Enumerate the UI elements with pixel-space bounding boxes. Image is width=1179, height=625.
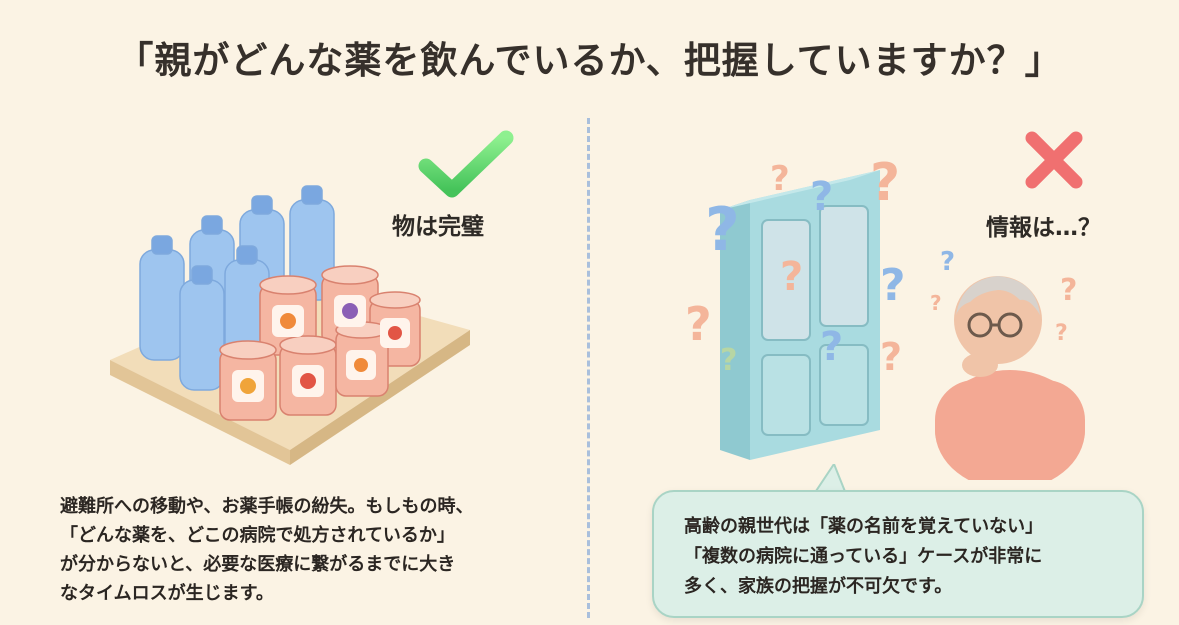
bubble-text-line: 多く、家族の把握が不可欠です。 (684, 576, 953, 597)
speech-bubble: 高齢の親世代は「薬の名前を覚えていない」 「複数の病院に通っている」ケースが非常… (652, 490, 1144, 618)
bubble-text-line: 「複数の病院に通っている」ケースが非常に (684, 546, 1043, 567)
svg-text:?: ? (1060, 273, 1077, 308)
svg-text:?: ? (880, 335, 902, 379)
svg-text:?: ? (705, 195, 740, 265)
left-description: 避難所への移動や、お薬手帳の紛失。もしもの時、 「どんな薬を、どこの病院で処方さ… (60, 492, 580, 608)
supplies-illustration (110, 185, 470, 465)
svg-text:?: ? (880, 260, 906, 311)
x-icon (1025, 131, 1083, 189)
page-title: 「親がどんな薬を飲んでいるか、把握していますか？」 (116, 39, 1063, 82)
svg-text:?: ? (780, 254, 803, 300)
center-divider (587, 118, 590, 618)
svg-text:?: ? (720, 343, 737, 378)
svg-text:?: ? (940, 247, 955, 277)
left-text-line: なタイムロスが生じます。 (60, 583, 274, 604)
right-label: 情報は…？ (986, 215, 1101, 241)
confused-parent-illustration: ? ? ? ? ? ? ? ? ? ? ? ? ? ? (685, 153, 1085, 480)
svg-text:?: ? (820, 324, 843, 370)
bubble-text-line: 高齢の親世代は「薬の名前を覚えていない」 (684, 516, 1044, 537)
svg-text:?: ? (870, 153, 900, 213)
svg-text:?: ? (685, 297, 712, 351)
bubble-text: 高齢の親世代は「薬の名前を覚えていない」 「複数の病院に通っている」ケースが非常… (684, 512, 1142, 602)
svg-text:?: ? (1055, 321, 1068, 346)
left-text-line: 「どんな薬を、どこの病院で処方されているか」 (60, 525, 455, 546)
check-icon (418, 130, 514, 198)
left-text-line: が分からないと、必要な医療に繋がるまでに大き (60, 554, 456, 575)
svg-text:?: ? (810, 174, 833, 220)
svg-text:?: ? (770, 159, 790, 199)
left-text-line: 避難所への移動や、お薬手帳の紛失。もしもの時、 (60, 496, 474, 517)
left-label: 物は完璧 (392, 214, 484, 240)
svg-text:?: ? (930, 291, 942, 315)
